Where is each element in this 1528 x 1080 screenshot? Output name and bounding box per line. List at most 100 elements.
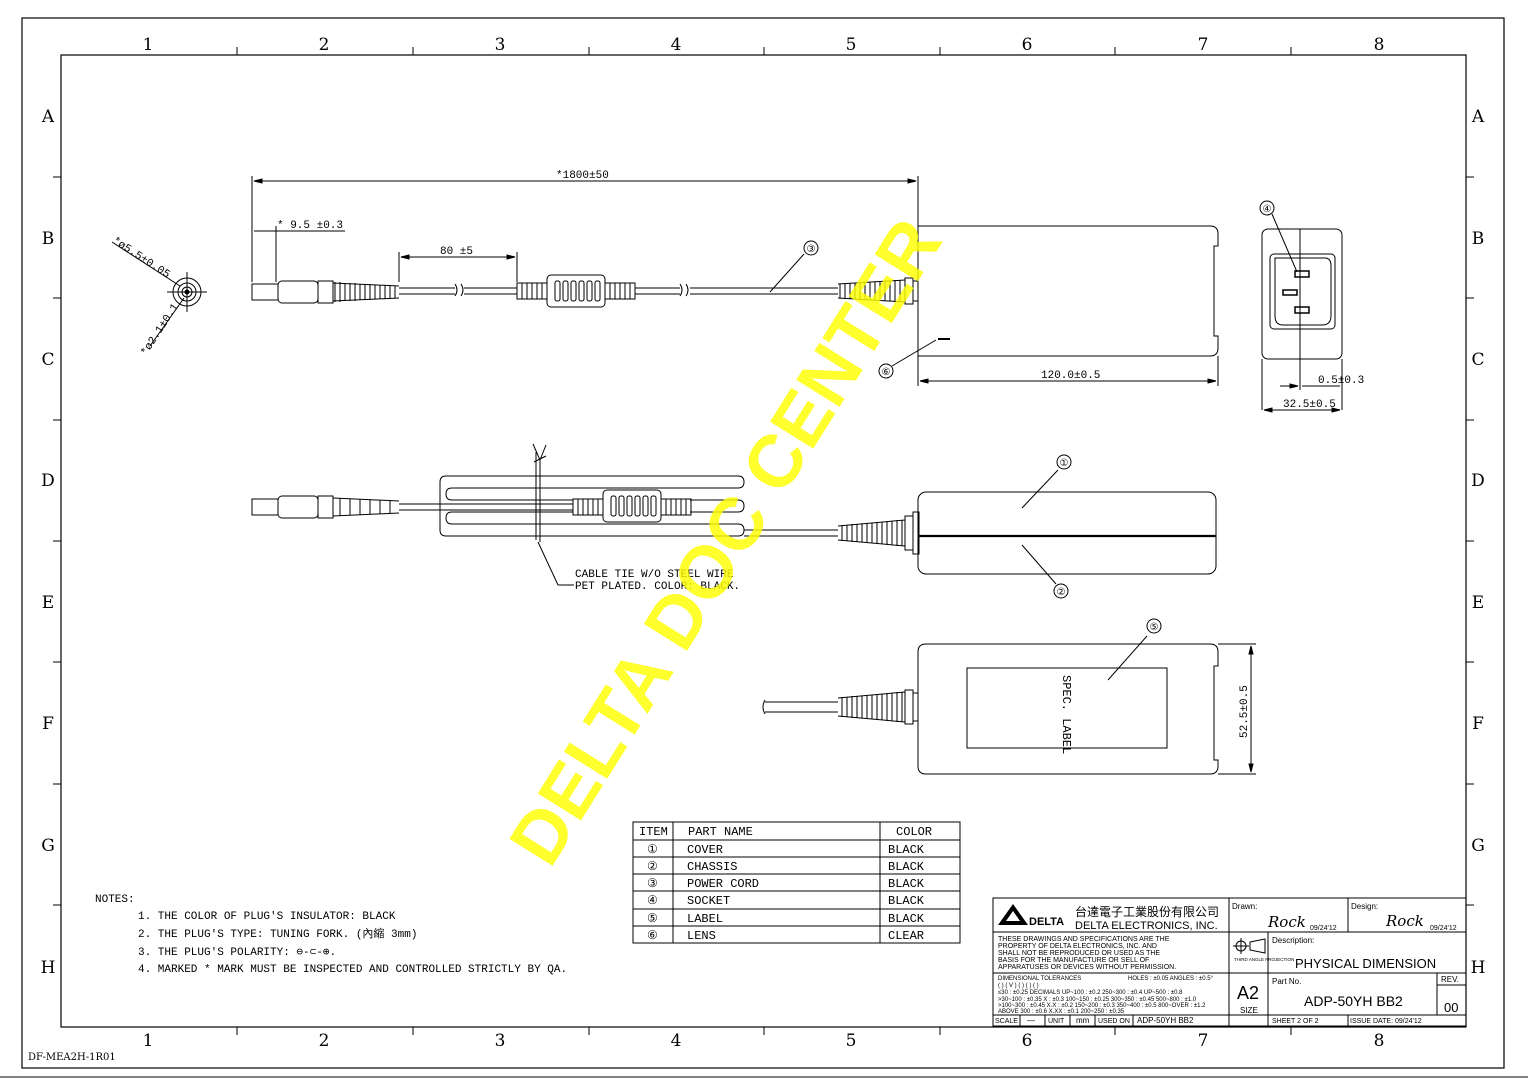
col-label: 6 [1022,1031,1033,1051]
table-cell: ① [647,843,658,857]
scale-value: — [1027,1016,1035,1025]
table-cell: BLACK [888,843,925,857]
part-no-label: Part No. [1272,977,1301,986]
dim-ferrite: 80 ±5 [440,246,473,258]
row-label: E [42,593,54,613]
projection-icon [1233,938,1266,954]
row-label: C [41,350,54,370]
row-label: H [1471,958,1486,978]
property-notice: APPARATUSES OR DEVICES WITHOUT PERMISSIO… [998,964,1176,971]
design-by: Rock [1385,912,1424,930]
issue-date: ISSUE DATE: 09/24'12 [1350,1018,1422,1025]
col-label: 4 [671,35,682,55]
col-label: 3 [495,35,506,55]
row-label: D [41,471,55,491]
property-notice: BASIS FOR THE MANUFACTURE OR SELL OF [998,957,1149,964]
callout-6: ⑥ [882,367,891,378]
rev: 00 [1444,1000,1458,1015]
parts-table [632,821,961,944]
table-cell: POWER CORD [687,877,759,891]
sheet-number: SHEET 2 OF 2 [1272,1018,1319,1025]
plug-end-view [111,241,207,347]
drawn-by: Rock [1267,913,1306,931]
dim-plug-tip: * 9.5 ±0.3 [277,220,343,232]
design-date: 09/24'12 [1430,925,1457,932]
note-item: 1. THE COLOR OF PLUG'S INSULATOR: BLACK [138,911,396,923]
row-label: B [1472,229,1485,249]
drawn-label: Drawn: [1232,902,1257,911]
unit-value: mm [1076,1016,1090,1025]
note-item: 2. THE PLUG'S TYPE: TUNING FORK. (內縮 3mm… [138,926,417,941]
table-cell: COVER [687,843,723,857]
delta-logo: DELTA [998,904,1064,928]
dim-socket-depth: 32.5±0.5 [1283,399,1336,411]
drawn-date: 09/24'12 [1310,925,1337,932]
dim-body-length: 120.0±0.5 [1041,370,1100,382]
table-cell: BLACK [888,912,925,926]
row-label: F [42,714,54,734]
table-cell: ⑤ [647,912,658,926]
property-notice: SHALL NOT BE REPRODUCED OR USED AS THE [998,950,1160,957]
watermark: DELTA DOC CENTER [493,205,957,879]
col-label: 5 [846,1031,857,1051]
table-cell: BLACK [888,894,925,908]
row-label: H [41,958,56,978]
table-cell: CHASSIS [687,860,737,874]
col-label: 6 [1022,35,1033,55]
table-cell: ③ [647,877,658,891]
col-label: 2 [319,1031,330,1051]
table-cell: BLACK [888,877,925,891]
table-cell: LENS [687,929,716,943]
cable-tie-note-2: PET PLATED. COLOR: BLACK. [575,581,740,593]
callout-2: ② [1057,587,1066,598]
col-label: 1 [143,1031,154,1051]
note-item: 4. MARKED * MARK MUST BE INSPECTED AND C… [138,964,567,976]
size-label: SIZE [1240,1006,1258,1015]
sheet-size: A2 [1237,983,1259,1003]
dim-body-width: 52.5±0.5 [1239,685,1251,738]
row-label: B [42,229,55,249]
table-cell: ④ [647,894,658,908]
col-label: 7 [1198,1031,1209,1051]
col-label: 8 [1374,35,1385,55]
callout-3: ③ [807,244,816,255]
callout-4: ④ [1263,204,1272,215]
title-block [992,897,1467,1027]
note-item: 3. THE PLUG'S POLARITY: ⊖-⊂-⊕. [138,947,336,959]
table-cell: SOCKET [687,894,730,908]
table-cell: BLACK [888,860,925,874]
property-notice: THESE DRAWINGS AND SPECIFICATIONS ARE TH… [998,936,1170,943]
row-label: D [1471,471,1485,491]
scale-label: SCALE [995,1018,1018,1025]
spec-label-text: SPEC. LABEL [1059,675,1073,754]
cable-tie-note-1: CABLE TIE W/O STEEL WIRE [575,569,734,581]
form-code: DF-MEA2H-1R01 [28,1052,116,1063]
row-label: A [41,107,55,127]
row-label: G [41,836,55,856]
dim-plug-od: *ø5.5±0.05 [110,235,172,281]
table-header: COLOR [896,825,932,839]
table-cell: LABEL [687,912,723,926]
description-label: Description: [1272,936,1314,945]
top-view [251,176,1219,386]
table-cell: CLEAR [888,929,924,943]
table-header: ITEM [639,825,668,839]
col-label: 7 [1198,35,1209,55]
socket-end-view [1261,213,1343,413]
callout-1: ① [1060,458,1069,469]
part-no: ADP-50YH BB2 [1304,993,1403,1009]
row-label: E [1472,593,1484,613]
property-notice: PROPERTY OF DELTA ELECTRONICS, INC. AND [998,943,1157,950]
table-header: PART NAME [688,825,753,839]
projection-label: THIRD ANGLE PROJECTION [1234,957,1294,962]
col-label: 3 [495,1031,506,1051]
col-label: 5 [846,35,857,55]
bottom-view [762,635,1256,775]
dim-socket-offset: 0.5±0.3 [1318,375,1364,387]
row-label: F [1472,714,1484,734]
outer-border [21,17,1505,1069]
row-label: A [1471,107,1485,127]
col-label: 2 [319,35,330,55]
company-name-en: DELTA ELECTRONICS, INC. [1075,920,1218,932]
